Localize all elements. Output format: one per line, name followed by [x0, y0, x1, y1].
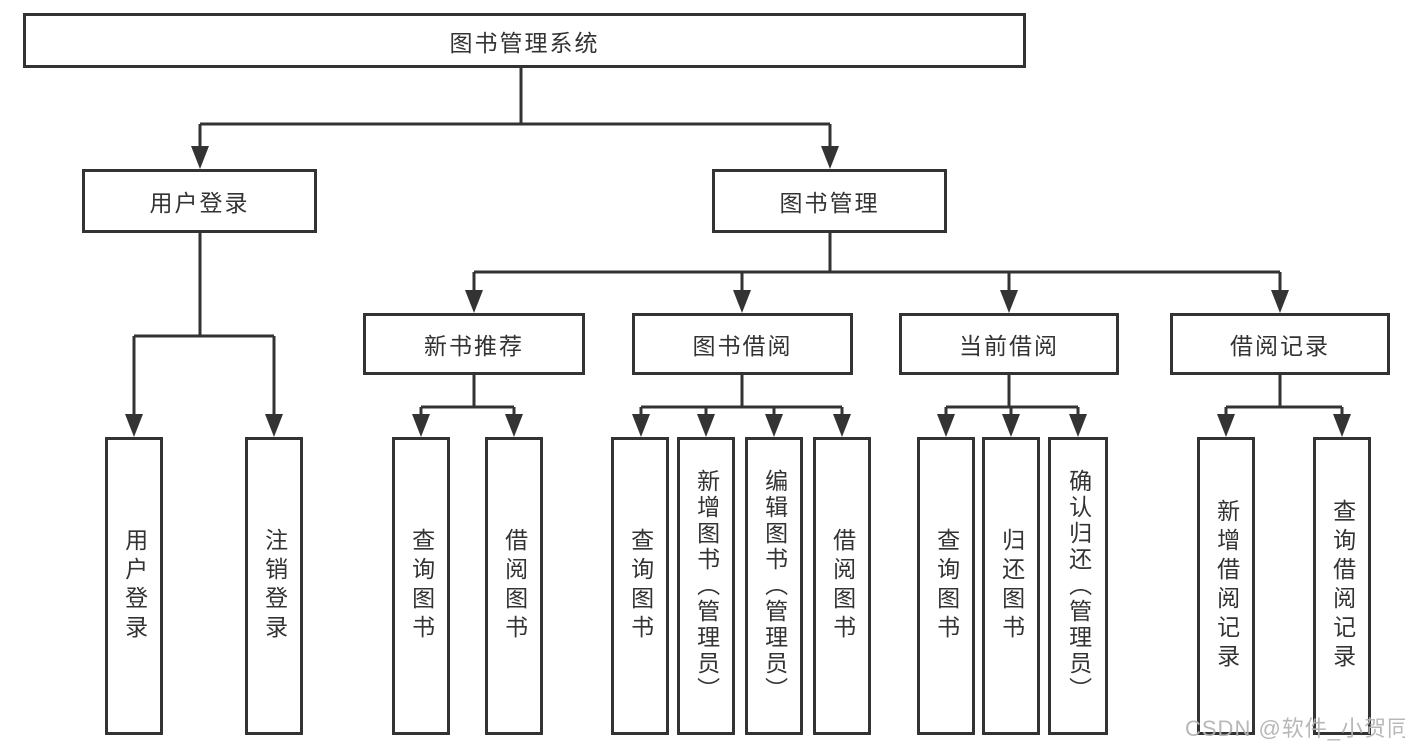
- arrow-down-icon: [412, 414, 430, 437]
- arrow-down-icon: [765, 414, 783, 437]
- leaf-bb-borrow-books: 借阅图书: [813, 437, 871, 735]
- connector-book-management-split: [465, 233, 1289, 313]
- leaf-bb-add-books-admin: 新增图书（管理员）: [677, 437, 735, 735]
- leaf-nb-query-books-label: 查询图书: [408, 528, 435, 644]
- leaf-logout-label: 注销登录: [261, 528, 288, 644]
- arrow-down-icon: [1217, 414, 1235, 437]
- leaf-user-login-label: 用户登录: [121, 528, 148, 644]
- arrow-down-icon: [632, 414, 650, 437]
- leaf-br-query-record: 查询借阅记录: [1313, 437, 1371, 735]
- connector-current-borrow-split: [937, 375, 1087, 437]
- connector-new-book-split: [412, 375, 523, 437]
- connector-borrow-records-split: [1217, 375, 1351, 437]
- node-user-login-label: 用户登录: [149, 190, 250, 216]
- leaf-cb-confirm-return-admin: 确认归还（管理员）: [1048, 437, 1108, 735]
- arrow-down-icon: [937, 414, 955, 437]
- leaf-cb-query-books: 查询图书: [917, 437, 975, 735]
- leaf-nb-query-books: 查询图书: [392, 437, 450, 735]
- leaf-bb-borrow-books-label: 借阅图书: [829, 528, 856, 644]
- leaf-cb-return-books-label: 归还图书: [998, 528, 1025, 644]
- connector-root-split: [191, 68, 839, 169]
- node-borrow-records: 借阅记录: [1170, 313, 1390, 375]
- connector-book-borrow-split: [632, 375, 851, 437]
- node-current-borrow-label: 当前借阅: [959, 333, 1059, 359]
- arrow-down-icon: [1000, 290, 1018, 313]
- node-borrow-records-label: 借阅记录: [1230, 333, 1330, 359]
- leaf-nb-borrow-books-label: 借阅图书: [501, 528, 528, 644]
- arrow-down-icon: [1333, 414, 1351, 437]
- node-current-borrow: 当前借阅: [899, 313, 1119, 375]
- leaf-user-login: 用户登录: [105, 437, 163, 735]
- leaf-br-add-record-label: 新增借阅记录: [1213, 499, 1240, 673]
- leaf-bb-query-books-label: 查询图书: [627, 528, 654, 644]
- arrow-down-icon: [505, 414, 523, 437]
- arrow-down-icon: [465, 290, 483, 313]
- arrow-down-icon: [125, 414, 143, 437]
- arrow-down-icon: [1271, 290, 1289, 313]
- node-root-label: 图书管理系统: [449, 29, 600, 56]
- node-user-login: 用户登录: [82, 169, 317, 233]
- arrow-down-icon: [733, 290, 751, 313]
- leaf-br-query-record-label: 查询借阅记录: [1329, 499, 1356, 673]
- leaf-bb-edit-books-admin-label: 编辑图书（管理员）: [761, 469, 788, 703]
- node-book-management-label: 图书管理: [779, 190, 880, 216]
- node-new-book-recommend: 新书推荐: [363, 313, 585, 375]
- leaf-br-add-record: 新增借阅记录: [1197, 437, 1255, 735]
- leaf-bb-add-books-admin-label: 新增图书（管理员）: [693, 469, 720, 703]
- arrow-down-icon: [697, 414, 715, 437]
- node-book-management: 图书管理: [712, 169, 947, 233]
- arrow-down-icon: [1002, 414, 1020, 437]
- node-root: 图书管理系统: [23, 13, 1026, 68]
- arrow-down-icon: [265, 414, 283, 437]
- leaf-bb-query-books: 查询图书: [611, 437, 669, 735]
- leaf-logout: 注销登录: [245, 437, 303, 735]
- leaf-bb-edit-books-admin: 编辑图书（管理员）: [745, 437, 803, 735]
- leaf-cb-confirm-return-admin-label: 确认归还（管理员）: [1065, 469, 1092, 703]
- leaf-cb-query-books-label: 查询图书: [933, 528, 960, 644]
- arrow-down-icon: [821, 146, 839, 169]
- leaf-cb-return-books: 归还图书: [982, 437, 1040, 735]
- arrow-down-icon: [833, 414, 851, 437]
- node-book-borrow-label: 图书借阅: [692, 333, 793, 359]
- arrow-down-icon: [191, 146, 209, 169]
- connector-user-login-split: [125, 233, 283, 437]
- leaf-nb-borrow-books: 借阅图书: [485, 437, 543, 735]
- node-book-borrow: 图书借阅: [632, 313, 853, 375]
- watermark: CSDN @软件_小贺同学: [1185, 716, 1405, 741]
- arrow-down-icon: [1069, 414, 1087, 437]
- node-new-book-recommend-label: 新书推荐: [424, 333, 524, 359]
